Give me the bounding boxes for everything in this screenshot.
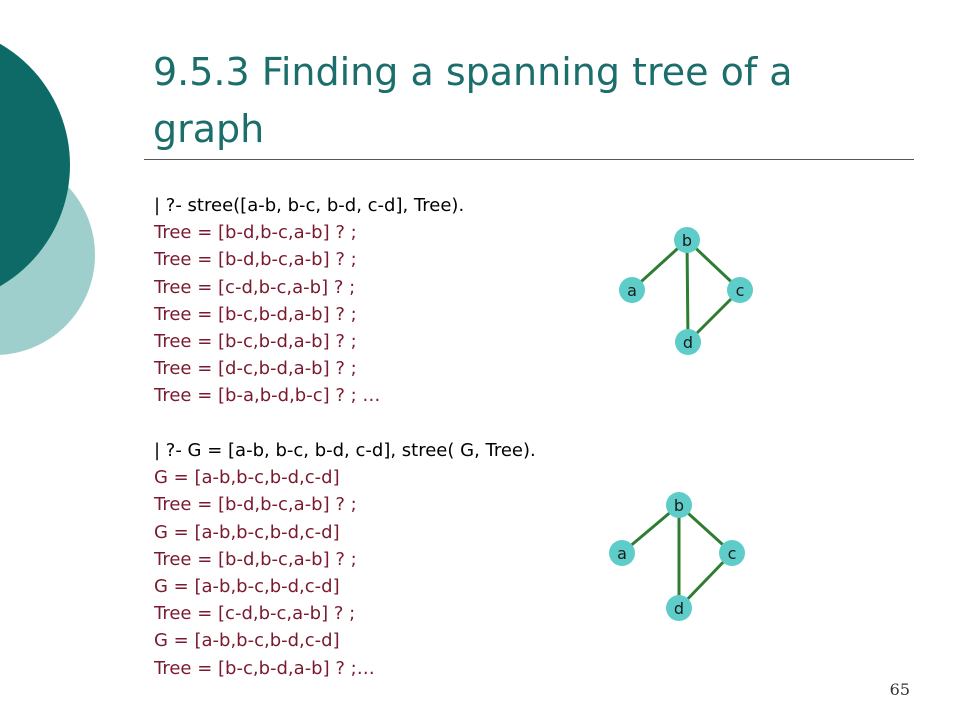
example1-answer-line: Tree = [b-d,b-c,a-b] ? ; bbox=[154, 222, 357, 244]
example2-answer-line: Tree = [c-d,b-c,a-b] ? ; bbox=[154, 603, 356, 625]
slide-title: 9.5.3 Finding a spanning tree of a graph bbox=[153, 50, 793, 151]
example2-answer-line: Tree = [b-d,b-c,a-b] ? ; bbox=[154, 494, 357, 516]
example1-answer-line: Tree = [c-d,b-c,a-b] ? ; bbox=[154, 276, 356, 298]
node-d: d bbox=[675, 329, 701, 355]
graph-diagram-1: b a c d bbox=[619, 227, 753, 355]
node-c-label: c bbox=[728, 544, 737, 563]
node-a-label: a bbox=[617, 544, 627, 563]
edge-b-d bbox=[685, 238, 690, 344]
node-c: c bbox=[727, 277, 753, 303]
graph-diagram-2: b a c d bbox=[609, 492, 745, 621]
example2-answer-line: G = [a-b,b-c,b-d,c-d] bbox=[154, 521, 340, 543]
node-d: d bbox=[666, 595, 692, 621]
title-divider bbox=[144, 159, 914, 160]
example2-answer-line: Tree = [b-d,b-c,a-b] ? ; bbox=[154, 548, 357, 570]
example2-answer-line: G = [a-b,b-c,b-d,c-d] bbox=[154, 467, 340, 489]
node-b-label: b bbox=[682, 231, 692, 250]
example1-answer-line: Tree = [b-c,b-d,a-b] ? ; bbox=[154, 303, 357, 325]
decor-circle-dark bbox=[0, 43, 70, 287]
node-c-label: c bbox=[736, 281, 745, 300]
example1-block: | ?- stree([a-b, b-c, b-d, c-d], Tree). … bbox=[154, 192, 464, 410]
node-d-label: d bbox=[683, 333, 693, 352]
example1-answer-line: Tree = [b-d,b-c,a-b] ? ; bbox=[154, 249, 357, 271]
node-b: b bbox=[666, 492, 692, 518]
example2-answer-line: Tree = [b-c,b-d,a-b] ? ;… bbox=[154, 657, 375, 679]
node-b-label: b bbox=[674, 496, 684, 515]
example1-query: | ?- stree([a-b, b-c, b-d, c-d], Tree). bbox=[154, 195, 465, 216]
example1-answer-line: Tree = [b-c,b-d,a-b] ? ; bbox=[154, 330, 357, 352]
page-number: 65 bbox=[889, 680, 910, 699]
example1-answer-line: Tree = [b-a,b-d,b-c] ? ; … bbox=[154, 385, 381, 407]
example2-query: | ?- G = [a-b, b-c, b-d, c-d], stree( G,… bbox=[154, 440, 536, 461]
node-d-label: d bbox=[674, 599, 684, 618]
decorative-circles bbox=[0, 43, 95, 355]
node-b: b bbox=[674, 227, 700, 253]
node-a-label: a bbox=[627, 281, 637, 300]
node-c: c bbox=[719, 540, 745, 566]
node-a: a bbox=[619, 277, 645, 303]
example2-answer-line: G = [a-b,b-c,b-d,c-d] bbox=[154, 630, 340, 652]
node-a: a bbox=[609, 540, 635, 566]
example2-block: | ?- G = [a-b, b-c, b-d, c-d], stree( G,… bbox=[154, 437, 536, 682]
example2-answer-line: G = [a-b,b-c,b-d,c-d] bbox=[154, 575, 340, 597]
example1-answer-line: Tree = [d-c,b-d,a-b] ? ; bbox=[154, 358, 357, 380]
